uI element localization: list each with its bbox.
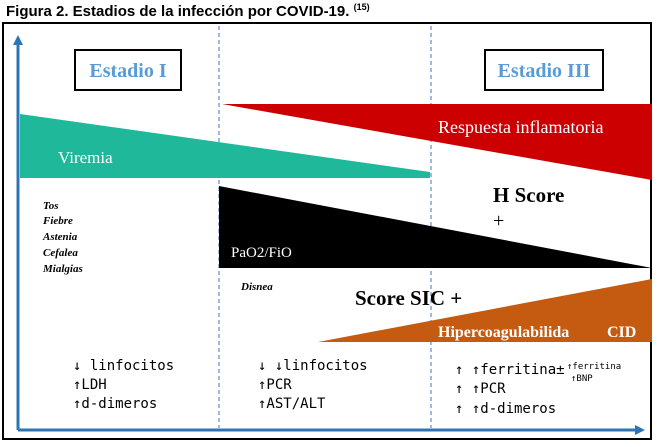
disnea-label: Disnea [240,281,273,293]
lab-item: ↑ ↑ferritina± [455,362,565,378]
caption-reference: (15) [353,2,370,12]
lab-item: ↓ linfocitos [73,358,174,374]
symptom-item: Fiebre [42,215,73,227]
stage-1-box [74,49,182,91]
stage-1-label: Estadio I [89,60,166,82]
pao2-wedge [219,186,652,268]
cid-label: CID [607,324,636,341]
pao2-label: PaO2/FiO [231,245,292,261]
viremia-label: Viremia [58,148,113,167]
lab-item: ↑d-dimeros [73,396,157,412]
stage-3-box [484,49,604,91]
lab-note: ↑ferritina [567,362,621,372]
hypercoagulability-label: Hipercoagulabilida [438,324,569,341]
lab-item: ↓ ↓linfocitos [258,358,368,374]
inflammatory-wedge [222,104,652,180]
symptom-item: Astenia [42,231,78,243]
stage-3-label: Estadio III [498,60,591,82]
lab-item: ↑LDH [73,377,107,393]
symptom-item: Tos [43,200,59,212]
lab-item: ↑ ↑d-dimeros [455,401,556,417]
inflammatory-label: Respuesta inflamatoria [438,117,603,137]
viremia-wedge [20,114,430,178]
hypercoagulability-wedge [318,279,652,342]
symptom-item: Mialgias [42,263,83,275]
lab-note: ↑BNP [571,374,593,384]
sic-score-label: Score SIC + [355,286,462,310]
h-score-label: H Score [493,183,564,207]
figure-frame [2,22,652,440]
symptom-item: Cefalea [43,247,78,259]
lab-item: ↑AST/ALT [258,396,326,412]
figure-caption: Figura 2. Estadios de la infección por C… [6,2,370,20]
lab-item: ↑ ↑PCR [455,381,506,397]
h-score-plus: + [493,210,504,232]
caption-text: Figura 2. Estadios de la infección por C… [6,3,350,20]
lab-item: ↑PCR [258,377,292,393]
